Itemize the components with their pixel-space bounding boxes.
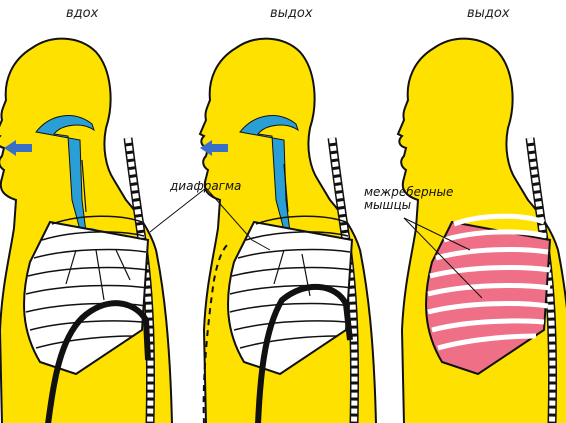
label-diaphragm: диафрагма (170, 180, 241, 193)
panel-inhale (0, 39, 172, 423)
label-intercostal-line2: мышцы (364, 199, 411, 212)
panel-intercostal (398, 39, 566, 423)
panel-exhale (200, 39, 376, 423)
